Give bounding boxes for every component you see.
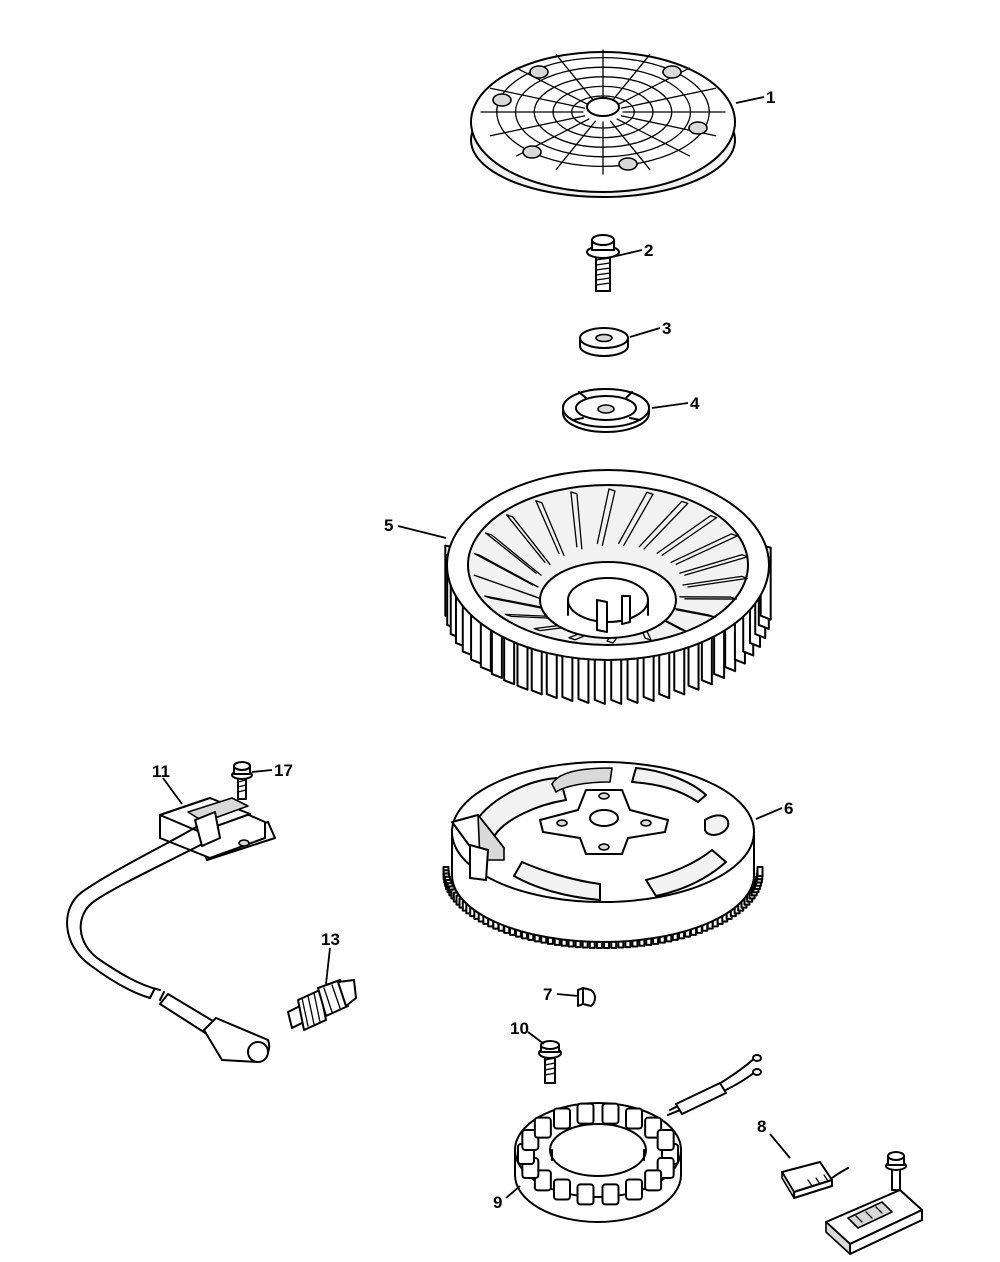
washer-icon	[579, 327, 629, 357]
stator-pole	[553, 1178, 571, 1201]
fan-blade	[484, 532, 542, 576]
screen-spoke	[620, 87, 717, 109]
fan-blade	[679, 596, 738, 600]
callout-7: 7	[543, 985, 552, 1004]
fan-blade	[679, 554, 749, 576]
fan-blade	[670, 607, 717, 618]
fan-blade	[596, 488, 616, 547]
callout-5: 5	[384, 516, 393, 535]
callout-3: 3	[662, 319, 671, 338]
screen-spoke	[489, 87, 586, 109]
callout-2: 2	[644, 241, 653, 260]
callout-11: 11	[152, 762, 170, 781]
fan-blade	[618, 491, 654, 547]
stator-pole	[644, 1169, 663, 1192]
callout-8: 8	[757, 1117, 766, 1136]
spark-plug-icon	[287, 979, 357, 1031]
callout-labels: 1 2 3 4 5 6 7 8 9 10 11 13 17	[152, 88, 793, 1212]
ring-gear-tooth	[756, 866, 764, 877]
callout-1: 1	[766, 88, 775, 107]
ignition-module-icon	[66, 797, 276, 1063]
stator-icon	[514, 1054, 762, 1223]
stator-pole	[553, 1107, 571, 1130]
screen-spoke	[555, 120, 596, 170]
stator-pole	[656, 1128, 675, 1151]
fan-blade	[505, 514, 551, 565]
callout-17: 17	[274, 761, 293, 780]
stator-pole	[625, 1178, 643, 1201]
fan-blade	[656, 616, 687, 632]
fan-blade	[570, 491, 583, 550]
callout-10: 10	[510, 1019, 529, 1038]
fan-blade	[473, 574, 542, 600]
callout-4: 4	[690, 394, 700, 413]
fan-blade	[504, 613, 565, 620]
stator-screw-icon	[538, 1040, 562, 1084]
stator-pole	[533, 1116, 552, 1139]
stator-pole	[576, 1102, 595, 1125]
fan-blade	[484, 595, 551, 611]
fan-blade	[682, 575, 749, 588]
fan-screen-icon	[470, 49, 736, 198]
flange-bolt-icon	[586, 234, 620, 292]
woodruff-key-icon	[577, 987, 596, 1007]
stator-pole	[576, 1183, 595, 1206]
callout-6: 6	[784, 799, 793, 818]
fan-blade	[656, 514, 718, 556]
cooling-fan-icon	[444, 469, 772, 705]
screen-spoke	[616, 118, 690, 157]
screen-spoke	[516, 67, 590, 106]
module-screw-icon	[231, 761, 253, 800]
fan-blade	[535, 500, 565, 556]
rectifier-regulator-icon	[781, 1151, 923, 1255]
leader-lines	[162, 96, 791, 1199]
screen-spoke	[489, 115, 586, 137]
screen-spoke	[610, 120, 651, 170]
callout-9: 9	[493, 1193, 502, 1212]
screen-spoke	[555, 54, 596, 104]
stator-pole	[601, 1183, 620, 1206]
fan-retainer-icon	[562, 388, 650, 433]
stator-pole	[601, 1102, 620, 1125]
stator-pole	[625, 1107, 643, 1130]
fan-blade	[638, 500, 689, 550]
flywheel-icon	[442, 761, 764, 949]
fan-blade	[670, 533, 738, 565]
fan-blade	[473, 552, 539, 588]
screen-spoke	[610, 54, 651, 104]
callout-13: 13	[321, 930, 340, 949]
